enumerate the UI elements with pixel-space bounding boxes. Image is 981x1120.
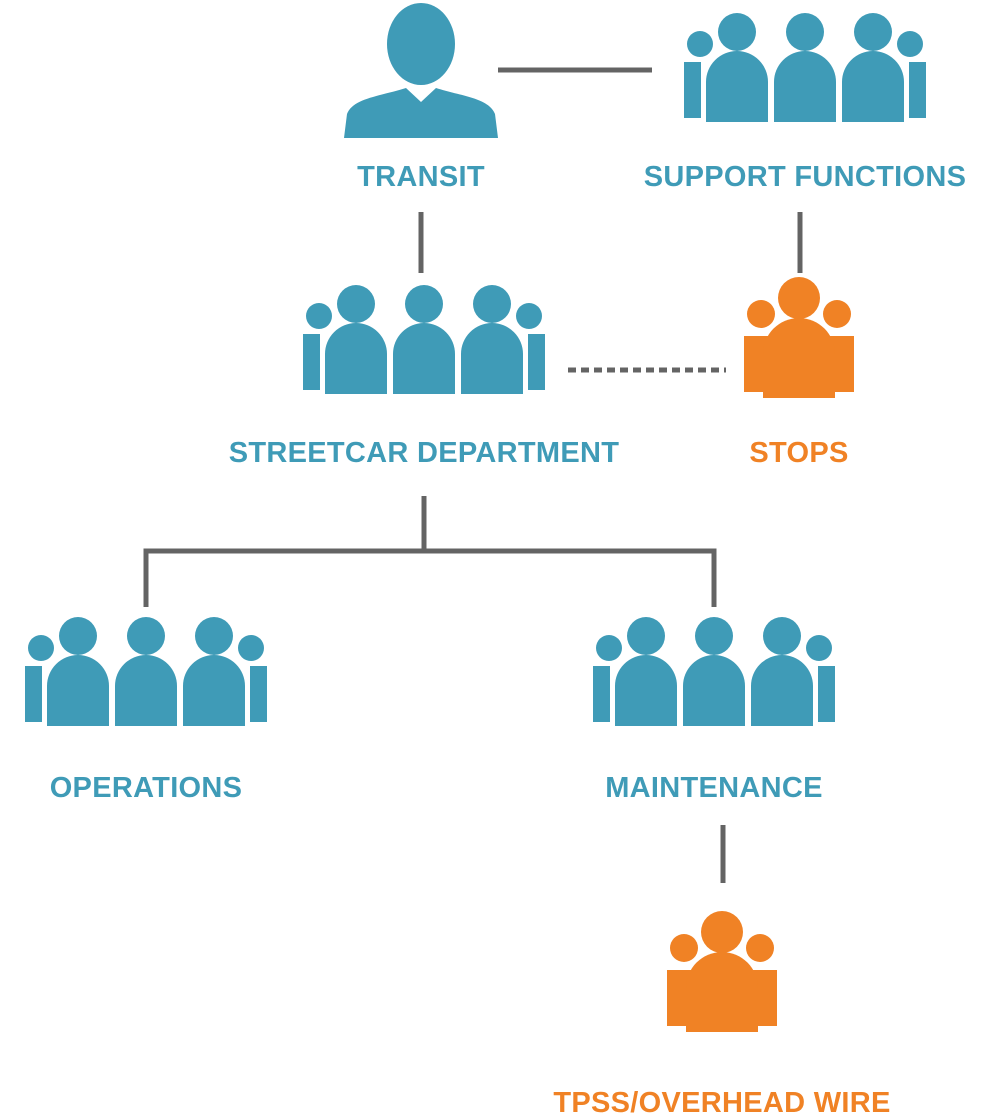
icon-layer — [25, 3, 926, 1032]
operations-group-icon — [25, 617, 267, 726]
support-group-icon — [684, 13, 926, 122]
maintenance-label: MAINTENANCE — [605, 772, 823, 804]
stops-small-group-icon — [744, 277, 854, 398]
tpss-small-group-icon — [667, 911, 777, 1032]
operations-label: OPERATIONS — [49, 772, 243, 804]
connector-streetcar-maintenance — [424, 548, 717, 607]
stops-label: STOPS — [749, 437, 849, 469]
streetcar-group-icon — [303, 285, 545, 394]
support-label: SUPPORT FUNCTIONS — [643, 161, 967, 193]
tpss-label: TPSS/OVERHEAD WIRE — [553, 1087, 891, 1119]
streetcar-label: STREETCAR DEPARTMENT — [228, 437, 620, 469]
connector-streetcar-operations — [143, 496, 427, 607]
transit-single-person-icon — [344, 3, 498, 138]
maintenance-group-icon — [593, 617, 835, 726]
transit-label: TRANSIT — [357, 161, 485, 193]
connector-layer — [143, 67, 803, 883]
